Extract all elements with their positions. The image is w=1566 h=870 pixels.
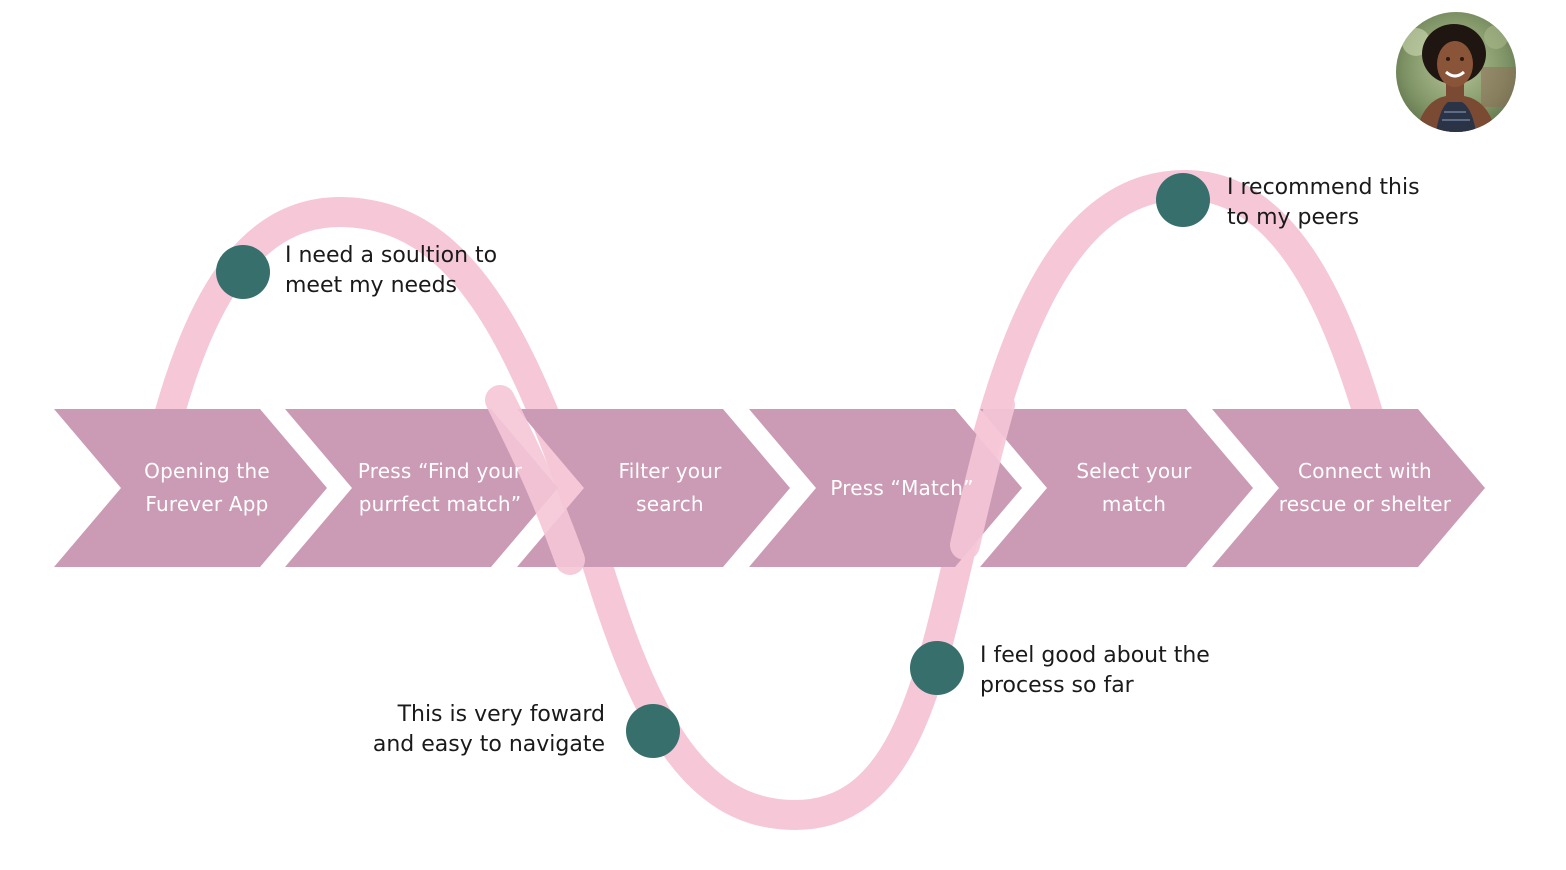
- step-chevron-1: [54, 409, 327, 567]
- note-3: I feel good about the process so far: [980, 643, 1210, 698]
- step-chevron-5: [980, 409, 1253, 567]
- step-label-1: Opening the Furever App: [144, 459, 270, 516]
- step-label-5: Select your match: [1076, 459, 1192, 516]
- step-chevron-2: [285, 409, 558, 567]
- marker-dot-4: [1156, 173, 1210, 227]
- journey-steps: [54, 409, 1485, 567]
- step-label-3: Filter your search: [618, 459, 722, 516]
- note-2: This is very foward and easy to navigate: [372, 702, 605, 757]
- step-chevron-6: [1212, 409, 1485, 567]
- step-label-6: Connect with rescue or shelter: [1278, 459, 1452, 516]
- person-photo-icon: [1396, 12, 1516, 132]
- step-label-4: Press “Match”: [830, 476, 974, 500]
- note-1: I need a soultion to meet my needs: [285, 243, 498, 298]
- marker-dot-2: [626, 704, 680, 758]
- marker-dot-1: [216, 245, 270, 299]
- note-4: I recommend this to my peers: [1227, 175, 1420, 230]
- emotion-curve-overlay-2: [950, 390, 1015, 560]
- emotion-curve-overlay: [485, 385, 585, 575]
- person-photo-avatar: [1396, 12, 1516, 132]
- marker-dot-3: [910, 641, 964, 695]
- step-label-2: Press “Find your purrfect match”: [357, 459, 523, 516]
- step-chevron-3: [517, 409, 790, 567]
